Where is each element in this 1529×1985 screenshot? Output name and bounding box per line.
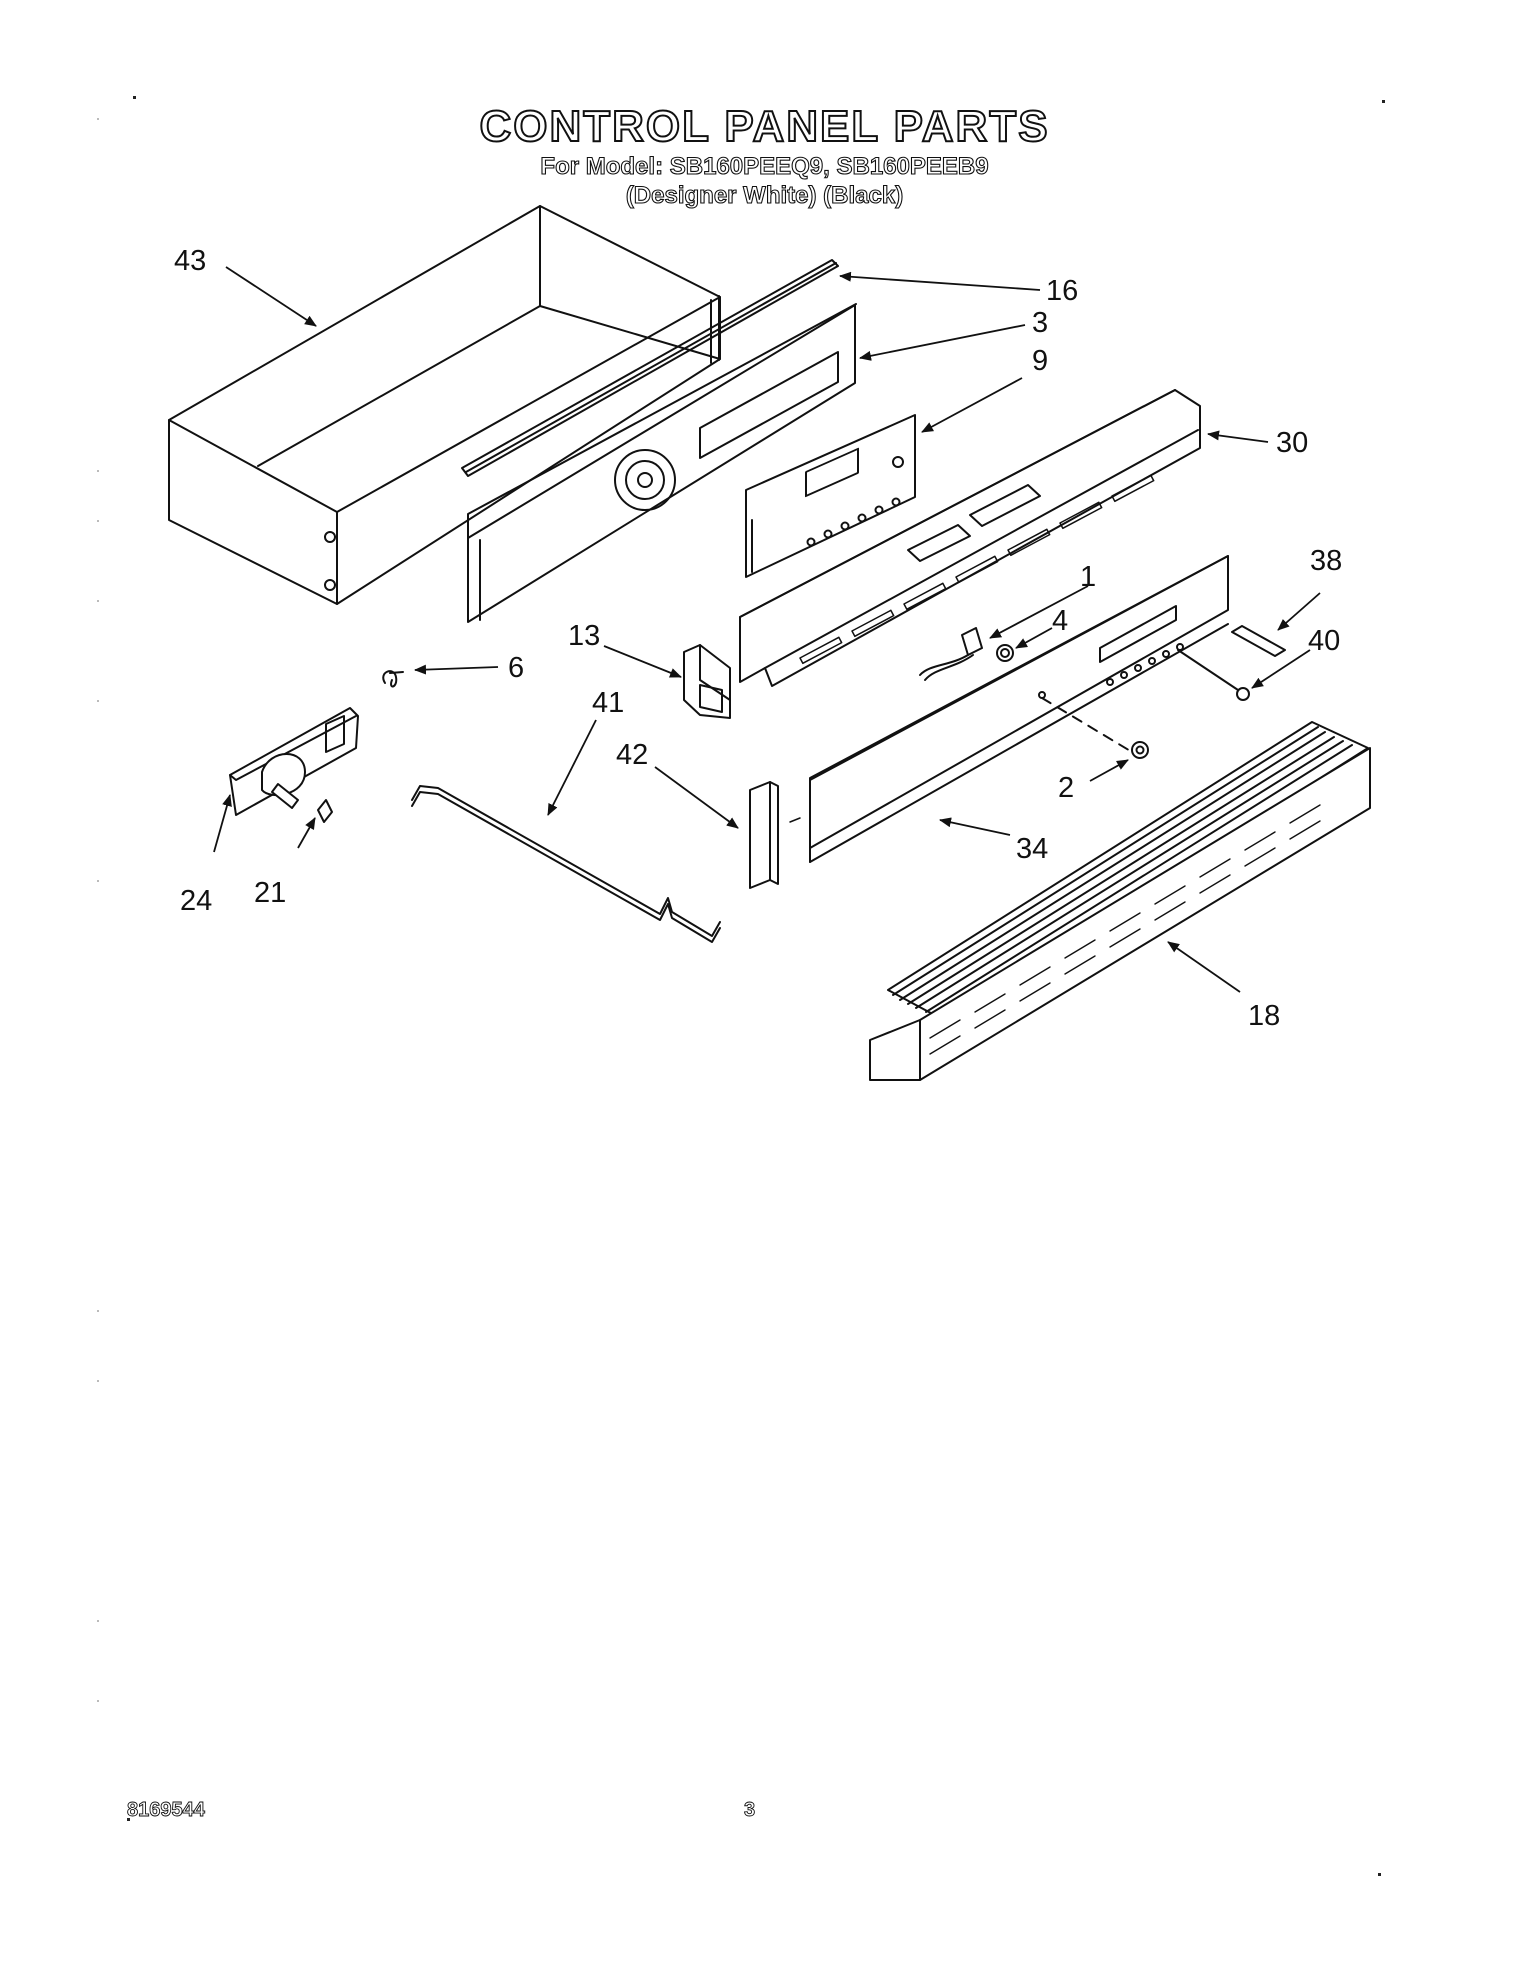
spring-clip-part: [317, 799, 333, 823]
scan-tick: [97, 1700, 99, 1702]
callout-21: 21: [254, 877, 286, 909]
callout-4: 4: [1052, 605, 1068, 637]
callout-42: 42: [616, 739, 648, 771]
scan-tick: [97, 700, 99, 702]
callout-30: 30: [1276, 427, 1308, 459]
callout-34: 34: [1016, 833, 1048, 865]
callout-43: 43: [174, 245, 206, 277]
callout-1: 1: [1080, 561, 1096, 593]
callout-6: 6: [508, 652, 524, 684]
vented-panel-part: [739, 389, 1201, 687]
leader-30: [1207, 430, 1269, 443]
leader-1: [989, 585, 1089, 639]
scan-speck: [127, 1818, 130, 1821]
scan-tick: [97, 1620, 99, 1622]
leader-41: [547, 719, 597, 816]
screw-part: [1231, 625, 1286, 657]
scan-speck: [1382, 100, 1385, 103]
panel-bracket-part: [467, 303, 857, 623]
callout-38: 38: [1310, 545, 1342, 577]
scan-speck: [133, 96, 136, 99]
scan-tick: [97, 600, 99, 602]
leader-2: [1089, 759, 1129, 782]
scan-tick: [97, 470, 99, 472]
leader-6: [414, 664, 499, 675]
callout-labels: 43 16 3 9 30 1 38 40 4 13 6 41 42 2 34 2…: [174, 245, 1342, 1032]
wire-rod-part: [411, 785, 721, 943]
callout-2: 2: [1058, 772, 1074, 804]
leader-18: [1167, 941, 1241, 993]
callout-16: 16: [1046, 275, 1078, 307]
scan-tick: [97, 880, 99, 882]
end-cap-part: [683, 644, 731, 719]
leader-4: [1015, 627, 1053, 649]
scan-tick: [97, 520, 99, 522]
scan-tick: [97, 118, 99, 120]
front-panel-part: [809, 555, 1229, 863]
grommet-part: [1131, 741, 1149, 759]
leader-42: [654, 766, 739, 829]
leader-24: [213, 794, 232, 853]
callout-9: 9: [1032, 345, 1048, 377]
leader-9: [921, 377, 1023, 433]
callout-13: 13: [568, 620, 600, 652]
side-bracket-part: [749, 781, 779, 889]
callout-41: 41: [592, 687, 624, 719]
switch-part: [919, 627, 983, 681]
leader-lines: [213, 266, 1321, 993]
scan-tick: [97, 1310, 99, 1312]
clip-part: [382, 670, 404, 688]
control-board-part: [745, 414, 916, 578]
leader-3: [859, 324, 1026, 361]
leader-21: [297, 817, 316, 849]
bolt-part: [1177, 649, 1250, 701]
page-number: 3: [744, 1799, 756, 1822]
callout-40: 40: [1308, 625, 1340, 657]
leader-13: [603, 645, 682, 678]
housing-box-part: [168, 205, 721, 605]
callout-18: 18: [1248, 1000, 1280, 1032]
vent-grille-part: [869, 721, 1371, 1081]
leader-40: [1251, 649, 1311, 689]
knob-part: [996, 644, 1014, 662]
scan-speck: [1378, 1873, 1381, 1876]
page-title: CONTROL PANEL PARTS: [478, 101, 1050, 152]
document-number: 8169544: [127, 1799, 206, 1822]
leader-38: [1277, 592, 1321, 631]
top-trim-strip-part: [461, 259, 839, 477]
scan-tick: [97, 1380, 99, 1382]
leader-43: [225, 266, 317, 327]
callout-3: 3: [1032, 307, 1048, 339]
leader-34: [939, 817, 1011, 836]
latch-assembly-part: [229, 707, 359, 816]
color-subtitle: (Designer White) (Black): [625, 181, 904, 209]
model-subtitle: For Model: SB160PEEQ9, SB160PEEB9: [540, 152, 989, 180]
callout-24: 24: [180, 885, 212, 917]
leader-16: [839, 271, 1041, 291]
